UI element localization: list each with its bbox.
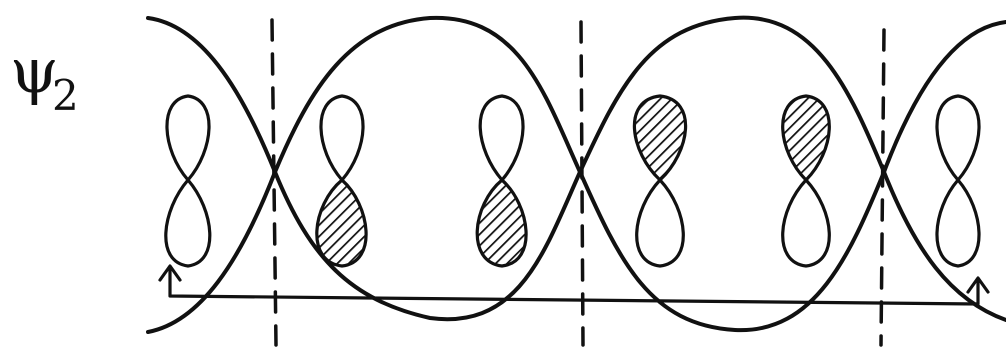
p-orbital-5 [783,96,830,266]
p-orbital-1 [166,96,210,266]
p-orbital-3 [477,96,526,266]
psi-subscript: 2 [52,71,79,120]
bracket-line [170,268,978,304]
orbital-3-top-lobe [480,96,523,180]
dashed-divider-3 [881,30,884,345]
periodic-boundary-bracket [160,266,988,304]
dashed-divider-2 [581,22,583,345]
orbital-6-bottom-lobe [937,180,979,266]
p-orbital-4 [634,96,685,266]
p-orbital-2 [317,96,366,266]
orbital-1-bottom-lobe [166,180,210,266]
orbital-4-bottom-lobe [637,180,684,266]
orbital-3-bottom-lobe-shaded [477,180,526,266]
orbital-5-bottom-lobe [783,180,830,266]
p-orbitals [166,96,979,266]
orbital-5-top-lobe-shaded [783,96,830,180]
orbital-6-top-lobe [937,96,979,180]
p-orbital-6 [937,96,979,266]
orbital-1-top-lobe [167,96,209,180]
orbital-4-top-lobe-shaded [634,96,685,180]
nodal-lines [272,20,884,345]
wavefunction-label: ψ 2 [10,34,79,120]
wave-envelope [148,18,1006,332]
orbital-2-bottom-lobe-shaded [317,180,366,266]
orbital-2-top-lobe [321,96,363,180]
